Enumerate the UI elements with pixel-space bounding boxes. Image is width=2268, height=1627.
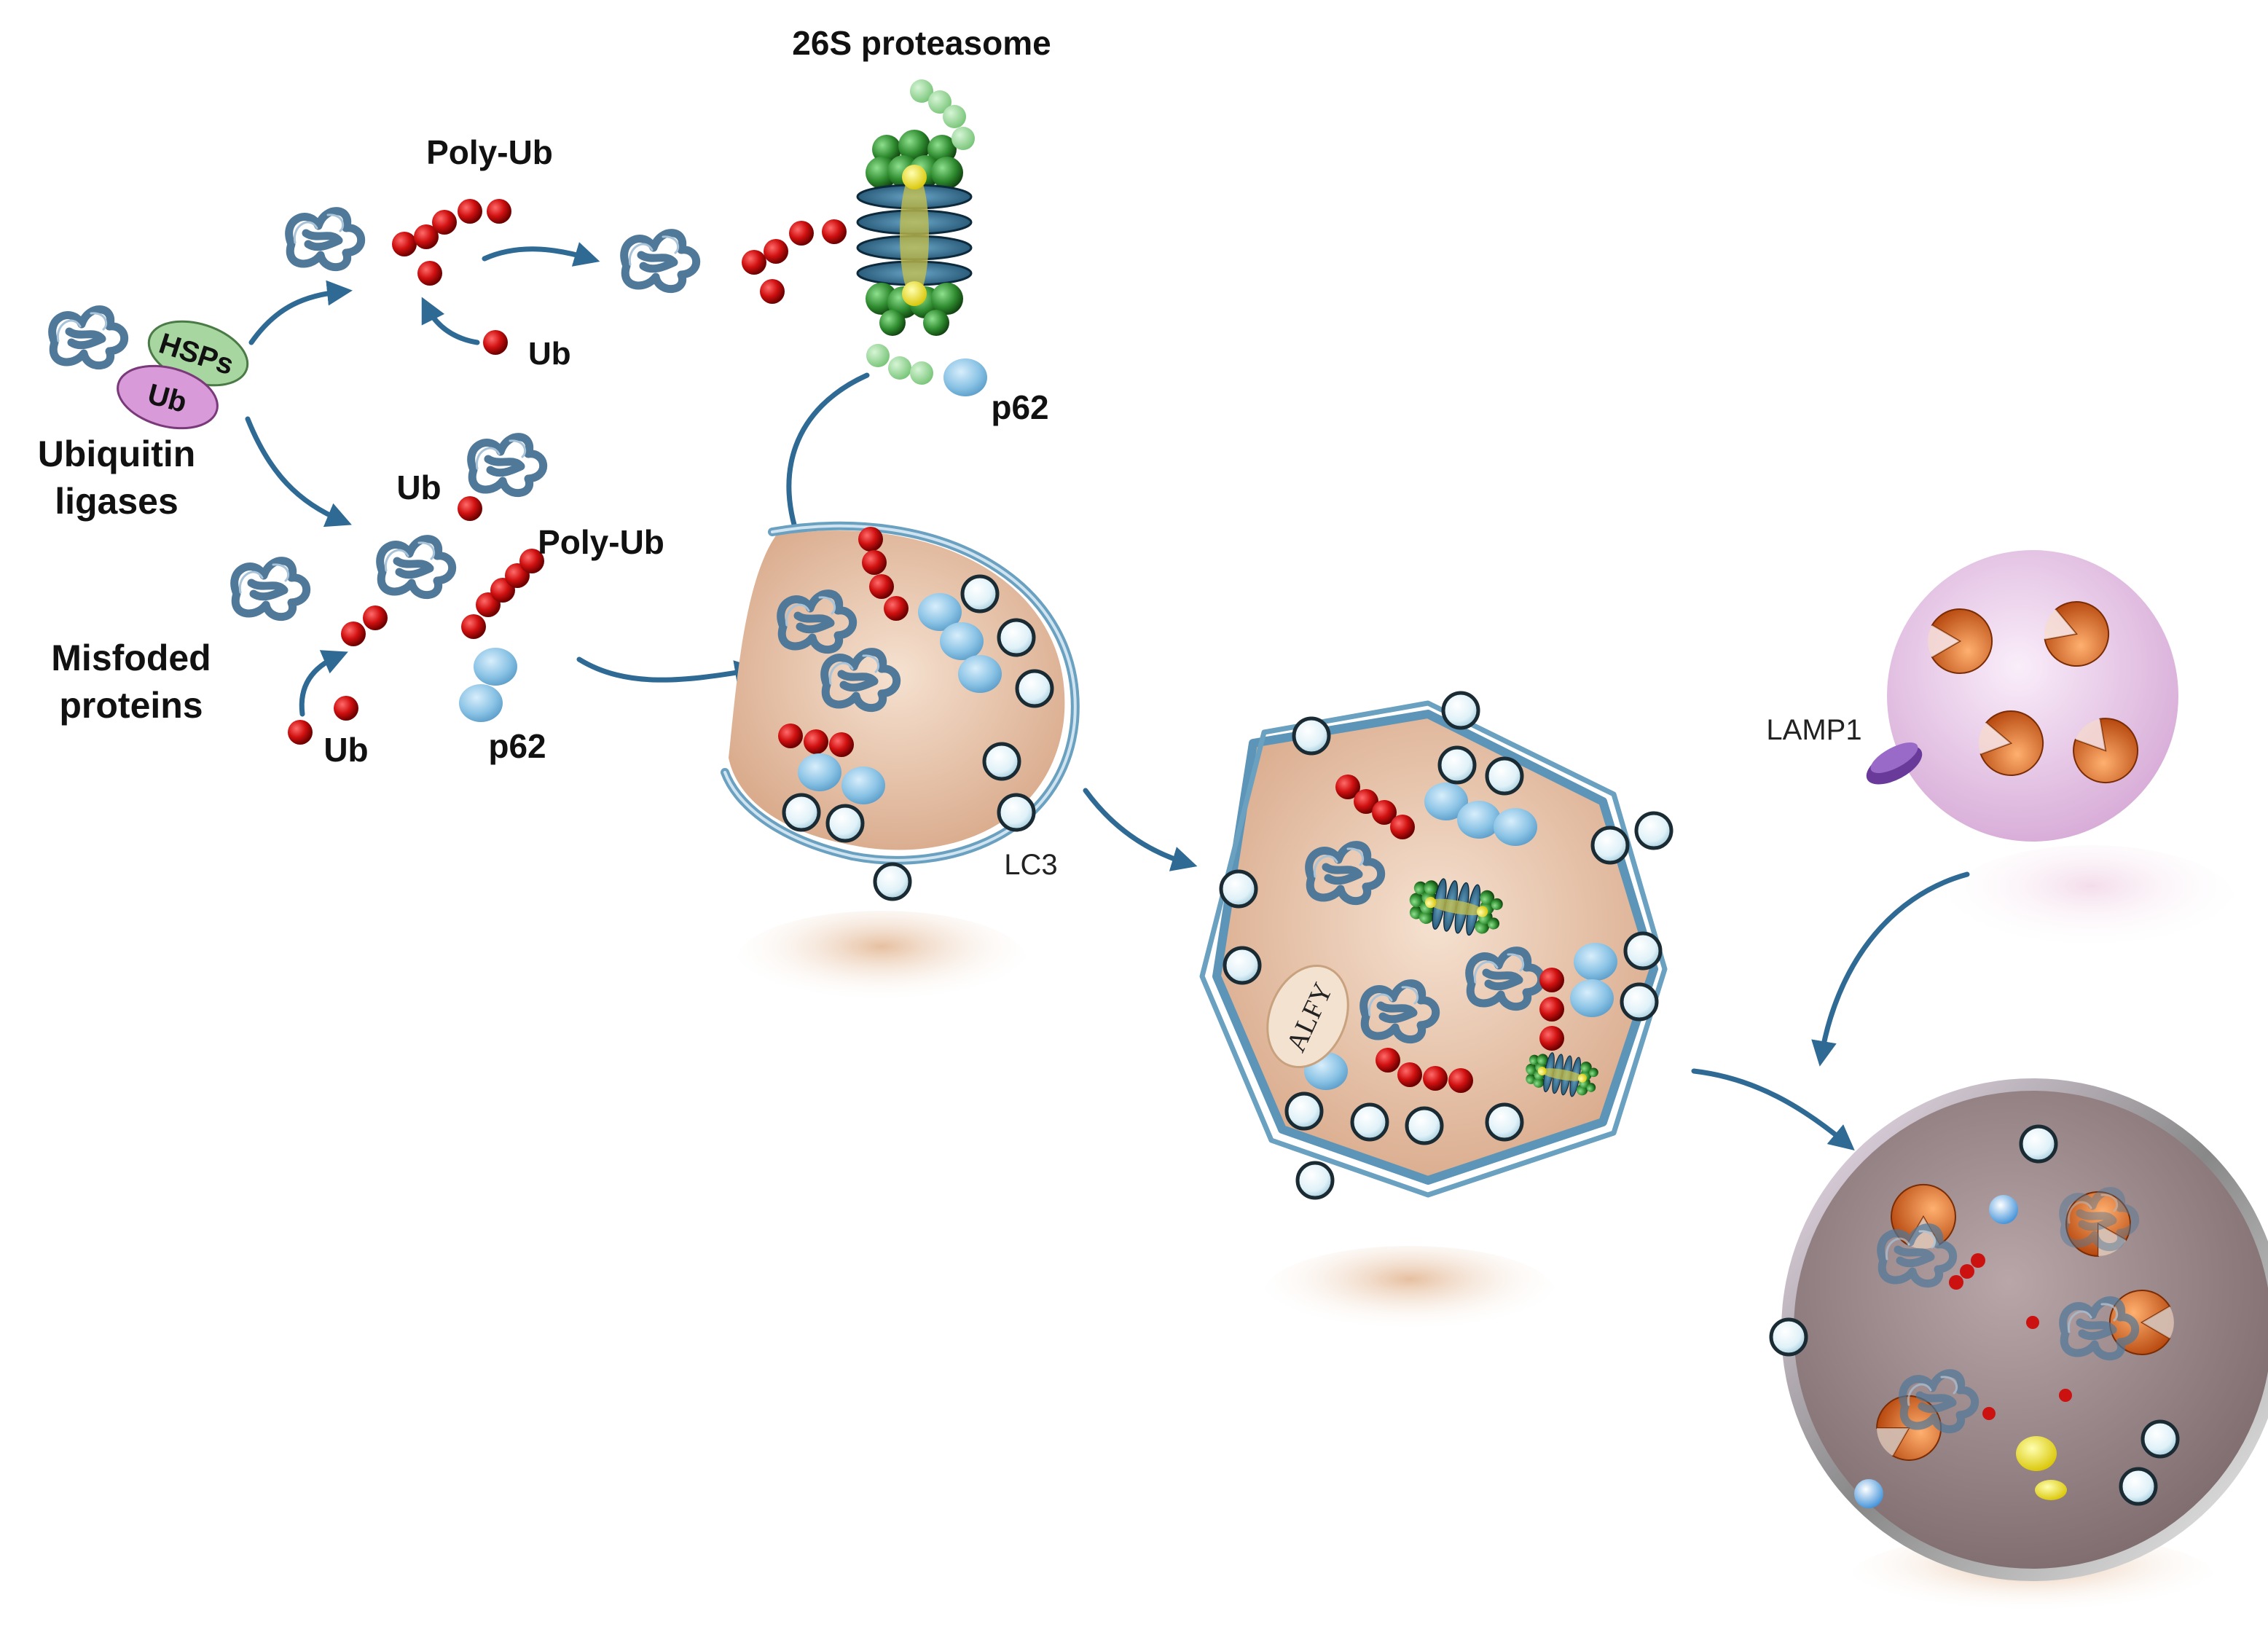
lc3-label: LC3 xyxy=(1004,849,1057,881)
ub-oval: Ub xyxy=(117,364,219,430)
arrow-to-proteasome xyxy=(482,242,600,267)
protein-fold-icon xyxy=(235,561,307,617)
arrow-ub-to-protein xyxy=(299,650,348,717)
ubiquitin-ligases-label-2: ligases xyxy=(55,481,178,522)
hydrolase-icon xyxy=(1927,608,1993,674)
arrow-lysosome-fusion xyxy=(1811,871,1970,1067)
ubiquitin-bead-icon xyxy=(334,696,358,721)
degraded-proteasome-fragments xyxy=(2016,1436,2067,1500)
proteasome-label: 26S proteasome xyxy=(792,24,1051,62)
ubiquitin-bead-icon xyxy=(288,720,313,745)
poly-ub-chain-middle xyxy=(461,549,544,639)
lamp1-icon xyxy=(1866,742,1923,785)
proteasome-icon xyxy=(856,128,973,337)
poly-ub-middle-label: Poly-Ub xyxy=(538,523,664,561)
lysosome-shadow xyxy=(1945,845,2237,962)
poly-ub-chain-top xyxy=(392,199,511,286)
ub-top-label: Ub xyxy=(528,336,571,372)
lamp1-label: LAMP1 xyxy=(1766,714,1861,746)
protein-fold-icon xyxy=(380,539,452,595)
poly-ub-chain-proteasome xyxy=(742,219,847,304)
arrow-to-autophagosome xyxy=(1083,788,1198,871)
autophagosome-shadow xyxy=(1264,1246,1555,1341)
lysosome xyxy=(1887,550,2178,842)
misfolded-protein-hsp-complex: HSPs Ub xyxy=(52,310,249,430)
arrow-to-autolysosome xyxy=(1691,1068,1855,1150)
ub-middle-label: Ub xyxy=(396,469,441,506)
phagophore xyxy=(721,521,1080,899)
ub-bottom-label: Ub xyxy=(323,731,368,769)
ubiquitin-bead-icon xyxy=(483,330,508,355)
arrow-to-polyub-middle xyxy=(245,416,352,528)
phagophore-shadow xyxy=(736,911,1027,1013)
p62-top-label: p62 xyxy=(991,388,1048,426)
proteasome-green-chain-top xyxy=(910,79,975,150)
proteasome-green-chain-bottom xyxy=(866,344,933,385)
ubiquitin-ligases-label-1: Ubiquitin xyxy=(38,434,196,474)
arrow-proteasome-to-phagophore xyxy=(783,372,870,557)
misfolded-proteins-label-2: proteins xyxy=(59,685,203,726)
misfolded-proteins-label-1: Misfoded xyxy=(51,638,211,678)
ubiquitin-bead-icon xyxy=(458,496,482,521)
arrow-to-phagophore xyxy=(576,656,761,686)
protein-fold-icon xyxy=(471,437,544,493)
degraded-ub-fragments xyxy=(1949,1253,2072,1420)
poly-ub-top-label: Poly-Ub xyxy=(426,133,553,171)
poly-ub-chain-autophagosome-3 xyxy=(1539,968,1564,1051)
p62-bottom-label: p62 xyxy=(488,727,546,765)
autophagosome: ALFY xyxy=(1199,693,1671,1198)
protein-fold-icon xyxy=(52,310,125,366)
autolysosome xyxy=(1771,1078,2268,1581)
protein-fold-icon xyxy=(289,211,361,267)
arrow-ub-added xyxy=(421,297,480,345)
arrow-to-polyub-top xyxy=(248,280,353,345)
ub-chain-between-proteins xyxy=(341,605,388,646)
blue-balls-autolysosome xyxy=(1854,1195,2018,1508)
alfy-oval: ALFY xyxy=(1266,964,1349,1069)
p62-pair-middle xyxy=(459,648,517,722)
protein-fold-icon xyxy=(624,233,697,289)
p62-icon xyxy=(943,358,987,396)
